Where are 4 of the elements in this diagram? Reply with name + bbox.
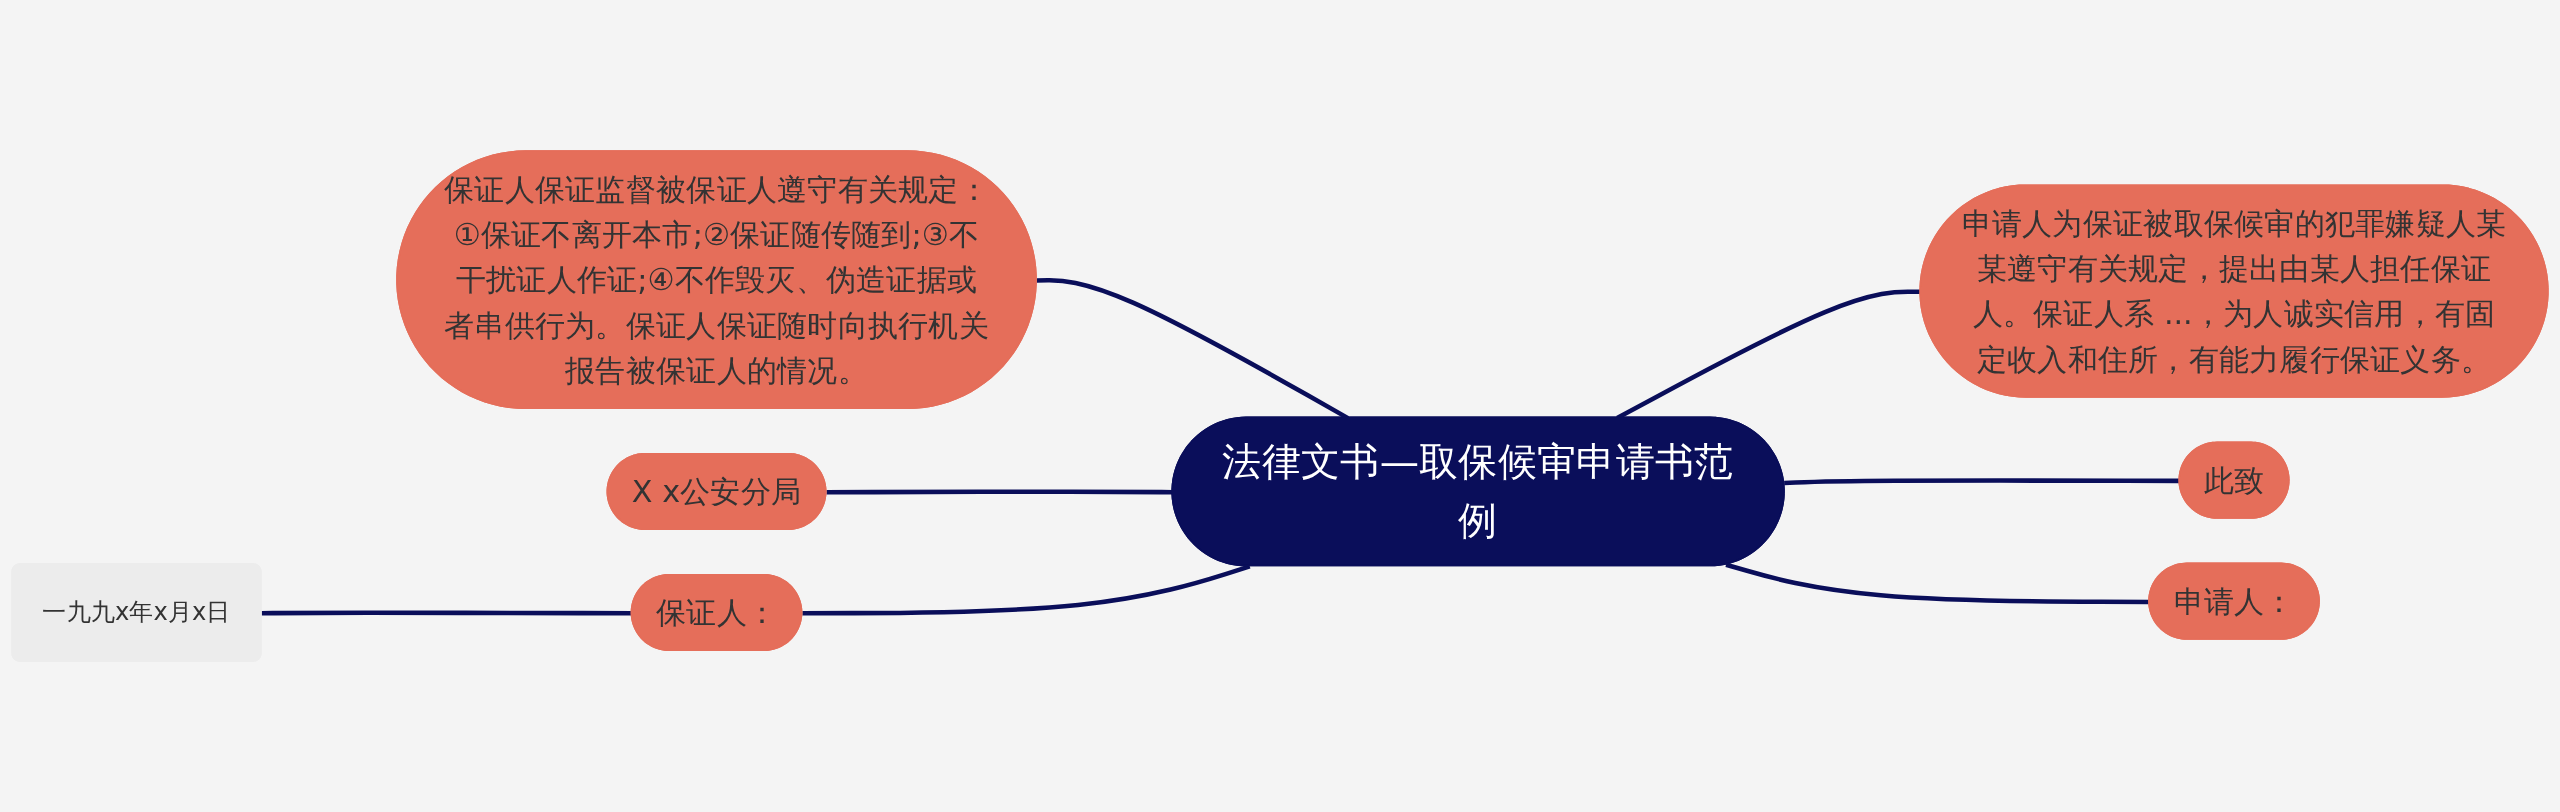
connector — [802, 564, 1251, 616]
connector — [1725, 562, 2150, 605]
connector — [1784, 478, 2180, 486]
connector — [826, 489, 1173, 495]
